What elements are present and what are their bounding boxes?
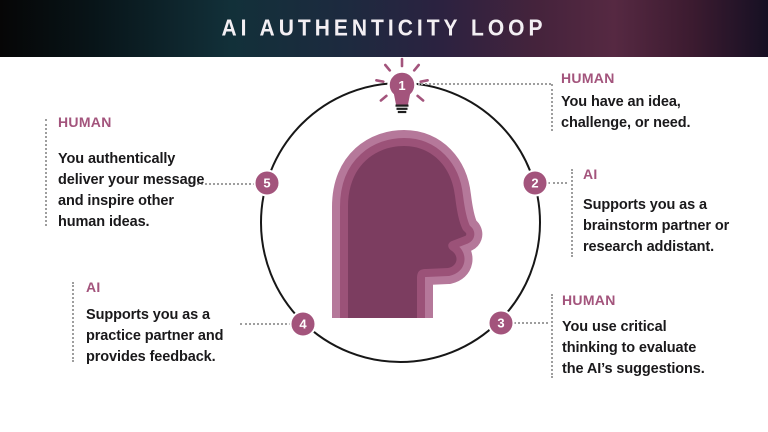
step-2-node-number: 2 xyxy=(531,175,539,191)
step-4-node: 4 xyxy=(289,310,317,338)
connector-step-2-vertical xyxy=(571,169,573,257)
step-4-line-3: provides feedback. xyxy=(86,349,216,365)
step-2-line-3: research addistant. xyxy=(583,239,715,255)
step-4-role-label: AI xyxy=(86,279,101,295)
connector-step-1 xyxy=(418,83,551,85)
step-4-text-block: AI Supports you as a practice partner an… xyxy=(86,279,224,368)
step-1-role-label: HUMAN xyxy=(561,70,615,86)
step-5-line-1: You authentically xyxy=(58,151,176,167)
step-5-node: 5 xyxy=(253,169,281,197)
step-3-line-1: You use critical xyxy=(562,319,667,335)
step-5-line-4: human ideas. xyxy=(58,214,150,230)
step-4-line-1: Supports you as a xyxy=(86,307,210,323)
connector-step-3 xyxy=(514,322,548,324)
step-2-line-1: Supports you as a xyxy=(583,197,707,213)
step-2-text-block: AI Supports you as a brainstorm partner … xyxy=(583,166,729,258)
step-2-node: 2 xyxy=(521,169,549,197)
connector-step-5 xyxy=(188,183,255,185)
step-5-text-block: HUMAN You authentically deliver your mes… xyxy=(58,114,204,233)
header-banner: AI AUTHENTICITY LOOP xyxy=(0,0,768,57)
connector-step-2 xyxy=(548,182,567,184)
connector-step-4 xyxy=(240,323,291,325)
connector-step-5-vertical xyxy=(45,119,47,226)
step-3-line-2: thinking to evaluate xyxy=(562,340,697,356)
step-2-line-2: brainstorm partner or xyxy=(583,218,730,234)
step-5-line-2: deliver your message xyxy=(58,172,205,188)
step-3-node-number: 3 xyxy=(497,315,505,331)
step-3-node: 3 xyxy=(487,309,515,337)
step-4-line-2: practice partner and xyxy=(86,328,224,344)
step-5-role-label: HUMAN xyxy=(58,114,112,130)
step-3-line-3: the AI’s suggestions. xyxy=(562,361,705,377)
step-3-role-label: HUMAN xyxy=(562,292,616,308)
step-2-role-label: AI xyxy=(583,166,598,182)
step-1-text-block: HUMAN You have an idea, challenge, or ne… xyxy=(561,70,691,134)
step-4-node-number: 4 xyxy=(299,316,307,332)
step-1-line-1: You have an idea, xyxy=(561,94,681,110)
step-5-node-number: 5 xyxy=(263,175,271,191)
step-5-line-3: and inspire other xyxy=(58,193,174,209)
connector-step-3-vertical xyxy=(551,294,553,378)
page-title: AI AUTHENTICITY LOOP xyxy=(221,15,547,41)
step-1-line-2: challenge, or need. xyxy=(561,115,691,131)
step-3-text-block: HUMAN You use critical thinking to evalu… xyxy=(562,292,705,380)
connector-step-4-vertical xyxy=(72,282,74,362)
connector-step-1-vertical xyxy=(551,84,553,131)
